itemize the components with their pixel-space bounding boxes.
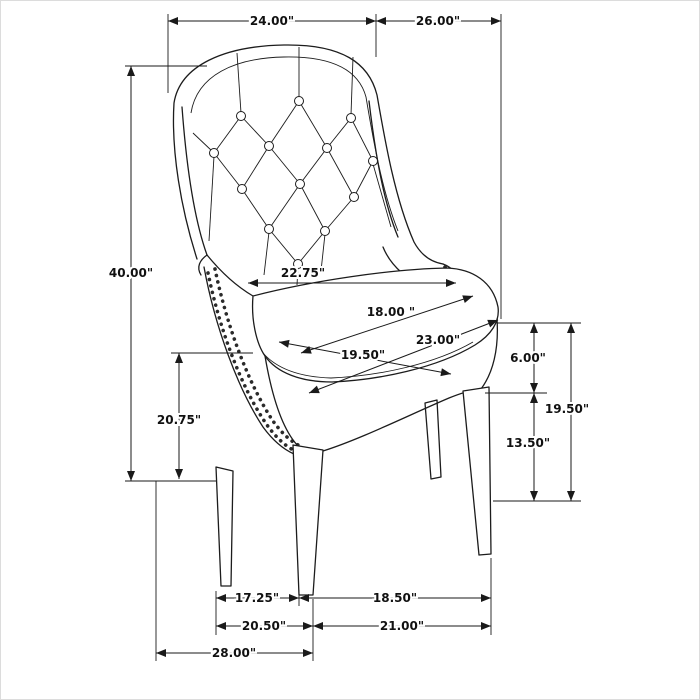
dimension-overall-height: 40.00" <box>107 66 155 481</box>
tuft-line <box>297 230 326 265</box>
left-wing-inner-edge <box>181 106 208 256</box>
tuft-button <box>294 96 304 106</box>
dimension-front-width: 20.50" <box>216 617 313 635</box>
dimension-base-depth: 21.00" <box>313 617 491 635</box>
left-arm-scroll <box>198 254 208 276</box>
dimension-seat-thickness: 6.00" <box>508 323 548 393</box>
tuft-buttons <box>209 96 378 269</box>
dim-label-seat-height: 19.50" <box>545 402 589 416</box>
dimension-seat-height: 19.50" <box>543 323 591 501</box>
dimension-leg-height: 13.50" <box>504 393 552 501</box>
tufted-panel-outline <box>190 56 399 232</box>
dimension-seat-front-width: 19.50" <box>278 339 452 377</box>
back-right-leg <box>424 399 442 480</box>
seat-skirt-left-edge <box>264 355 300 448</box>
tuft-button <box>322 143 332 153</box>
left-arm-edge <box>206 254 254 297</box>
tuft-lattice <box>192 47 392 286</box>
pleat-line <box>350 56 354 116</box>
tuft-button <box>346 113 356 123</box>
tuft-line <box>268 228 299 265</box>
tuft-button <box>293 259 303 269</box>
dim-label-front-leg-spacing: 17.25" <box>235 591 279 605</box>
dim-label-seat-front-width: 19.50" <box>341 348 385 362</box>
tuft-button <box>236 111 246 121</box>
tuft-line <box>241 145 270 190</box>
right-wing-inner-edge <box>368 100 399 238</box>
tuft-button <box>320 226 330 236</box>
dim-label-overall-height: 40.00" <box>109 266 153 280</box>
nailhead-row-outer <box>206 271 297 453</box>
tuft-button <box>264 224 274 234</box>
dim-label-seat-diagonal: 23.00" <box>416 333 460 347</box>
front-left-leg <box>292 444 324 596</box>
dim-label-seat-thickness: 6.00" <box>510 351 546 365</box>
dimension-overall-depth: 28.00" <box>156 644 313 662</box>
dimension-seat-depth: 18.00 " <box>300 295 474 354</box>
tuft-line <box>353 160 374 198</box>
dim-label-top-depth: 26.00" <box>416 14 460 28</box>
dim-label-side-base-depth: 18.50" <box>373 591 417 605</box>
dim-label-overall-depth: 28.00" <box>212 646 256 660</box>
tuft-line <box>240 115 270 147</box>
dim-label-arm-height: 20.75" <box>157 413 201 427</box>
tuft-button <box>237 184 247 194</box>
tuft-line <box>298 100 328 149</box>
dim-label-front-width: 20.50" <box>242 619 286 633</box>
tuft-line <box>326 117 352 149</box>
tuft-button <box>209 148 219 158</box>
tuft-button <box>349 192 359 202</box>
pleat-line <box>263 231 270 276</box>
dim-label-inner-seat-width: 22.75" <box>281 266 325 280</box>
pleat-line <box>320 233 326 272</box>
chair-back-outline <box>172 44 444 265</box>
dim-label-back-width: 24.00" <box>250 14 294 28</box>
front-right-leg <box>462 386 492 556</box>
tuft-button <box>264 141 274 151</box>
dim-label-base-depth: 21.00" <box>380 619 424 633</box>
pleat-line <box>208 155 215 242</box>
tuft-line <box>268 183 301 230</box>
dimension-inner-seat-width: 22.75" <box>248 264 456 287</box>
tuft-button <box>295 179 305 189</box>
dim-label-seat-depth: 18.00 " <box>367 305 415 319</box>
pleat-line <box>236 52 242 114</box>
side-panel-edge <box>203 266 295 455</box>
tuft-line <box>268 100 300 147</box>
dimension-arm-height: 20.75" <box>155 353 203 479</box>
seat-cushion <box>251 267 499 383</box>
chair-drawing <box>172 44 499 596</box>
seat-skirt-bottom-edge <box>322 389 476 452</box>
tuft-line <box>299 183 326 232</box>
tuft-line <box>326 147 355 198</box>
tuft-line <box>299 147 328 185</box>
pleat-line <box>372 163 392 228</box>
dimension-side-base-depth: 18.50" <box>299 589 491 607</box>
tuft-line <box>213 152 243 190</box>
dimension-back-width: 24.00" <box>168 12 376 30</box>
dim-label-leg-height: 13.50" <box>506 436 550 450</box>
dimension-front-leg-spacing: 17.25" <box>216 589 299 607</box>
tuft-line <box>241 188 270 230</box>
tuft-line <box>324 196 355 232</box>
back-left-leg <box>215 466 234 587</box>
pleat-line <box>192 132 213 152</box>
tuft-button <box>368 156 378 166</box>
dimension-line <box>278 339 452 377</box>
tuft-line <box>268 145 301 185</box>
tuft-line <box>213 115 242 154</box>
tuft-line <box>350 117 374 162</box>
dimension-top-depth: 26.00" <box>376 12 501 30</box>
